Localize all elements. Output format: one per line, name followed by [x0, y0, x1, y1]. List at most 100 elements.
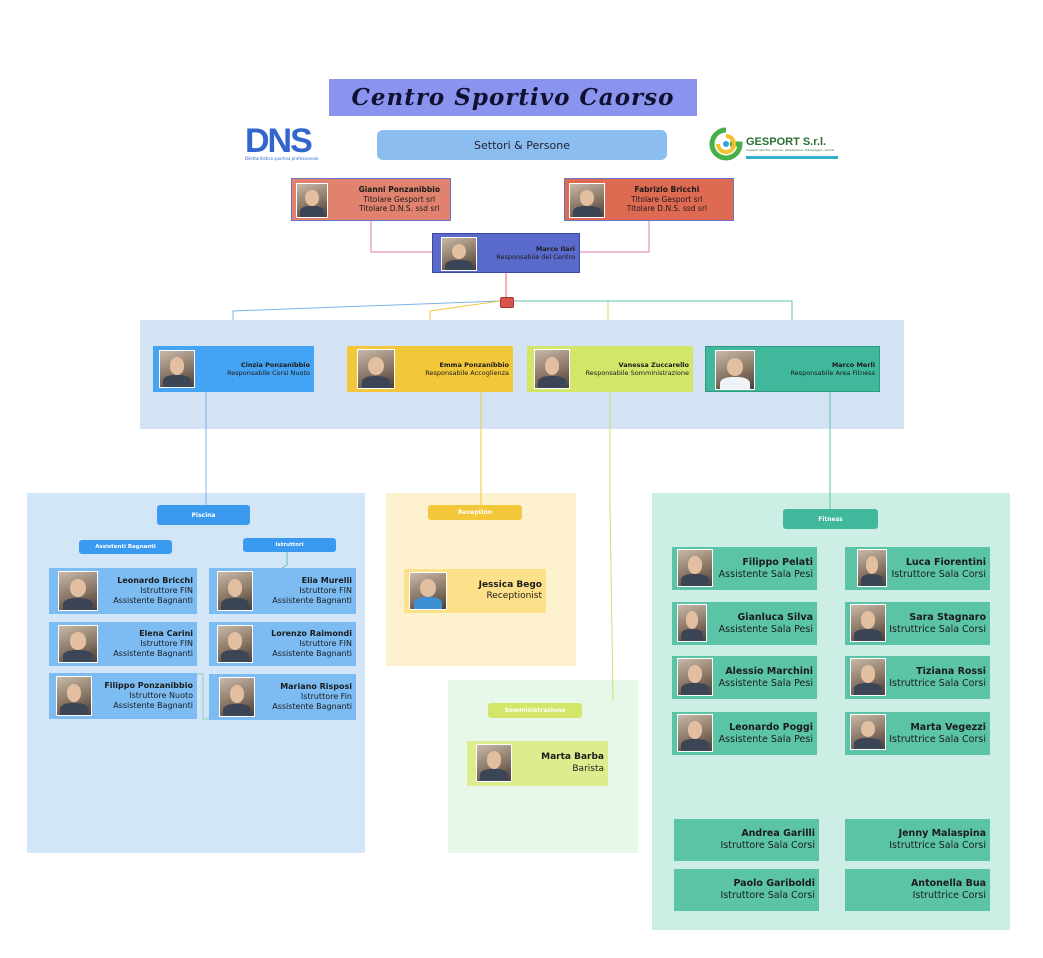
gesport-mark-icon [709, 127, 743, 161]
piscina-label: Piscina [157, 505, 250, 525]
director-card[interactable]: Marco Ilari Responsabile del Centro [432, 233, 580, 273]
person-role: Assistente Bagnanti [272, 596, 352, 605]
fitness-card-andrea-garilli[interactable]: Andrea Garilli Istruttore Sala Corsi [674, 819, 819, 861]
gesport-logo: GESPORT S.r.l. impianti sportivi, piscin… [708, 127, 838, 163]
person-name: Lorenzo Raimondi [271, 629, 352, 638]
avatar [476, 744, 512, 782]
person-role: Istruttore FIN [140, 639, 193, 648]
person-name: Fabrizio Bricchi [634, 185, 700, 195]
owner-card-gianni[interactable]: Gianni Ponzanibbio Titolare Gesport srl … [291, 178, 451, 221]
person-role: Titolare Gesport srl [363, 194, 436, 204]
fitness-card-filippo-pelati[interactable]: Filippo Pelati Assistente Sala Pesi [672, 547, 817, 590]
person-role: Assistente Sala Pesi [718, 733, 813, 745]
person-name: Marco Merli [831, 360, 875, 369]
person-name: Elia Murelli [301, 576, 352, 585]
person-name: Marco Ilari [535, 244, 575, 253]
fitness-card-tiziana-rossi[interactable]: Tiziana Rossi Istruttrice Sala Corsi [845, 656, 990, 699]
avatar [857, 549, 887, 587]
person-name: Gianni Ponzanibbio [358, 185, 440, 195]
manager-card-vanessa[interactable]: Vanessa Zuccarello Responsabile Somminis… [527, 346, 693, 392]
person-name: Vanessa Zuccarello [618, 360, 689, 369]
person-name: Sara Stagnaro [909, 611, 986, 623]
fitness-card-leonardo-poggi[interactable]: Leonardo Poggi Assistente Sala Pesi [672, 712, 817, 755]
somministrazione-card-marta-barba[interactable]: Marta Barba Barista [467, 741, 608, 786]
person-role: Istruttore Sala Corsi [720, 840, 816, 851]
person-name: Elena Carini [139, 629, 193, 638]
person-role: Receptionist [486, 591, 542, 601]
person-name: Gianluca Silva [737, 611, 813, 623]
fitness-card-luca-fiorentini[interactable]: Luca Fiorentini Istruttore Sala Corsi [845, 547, 990, 590]
person-role: Responsabile Somministrazione [585, 369, 689, 377]
assistenti-bagnanti-label: Assistenti Bagnanti [79, 540, 172, 554]
person-role: Istruttore FIN [299, 639, 352, 648]
person-role: Istruttrice Sala Corsi [889, 677, 986, 689]
piscina-card-elia-murelli[interactable]: Elia Murelli Istruttore FIN Assistente B… [209, 568, 356, 614]
person-name: Luca Fiorentini [905, 556, 986, 568]
fitness-card-antonella-bua[interactable]: Antonella Bua Istruttrice Corsi [845, 869, 990, 911]
fitness-card-marta-vegezzi[interactable]: Marta Vegezzi Istruttrice Sala Corsi [845, 712, 990, 755]
manager-card-merli[interactable]: Marco Merli Responsabile Area Fitness [705, 346, 880, 392]
manager-card-cinzia[interactable]: Cinzia Ponzanibbio Responsabile Corsi Nu… [153, 346, 314, 392]
avatar [217, 571, 253, 611]
person-name: Jessica Bego [478, 579, 542, 590]
avatar [850, 714, 886, 750]
person-role: Assistente Bagnanti [113, 596, 193, 605]
person-name: Emma Ponzanibbio [439, 360, 509, 369]
fitness-card-alessio-marchini[interactable]: Alessio Marchini Assistente Sala Pesi [672, 656, 817, 699]
person-role: Barista [572, 763, 604, 774]
person-name: Paolo Gariboldi [733, 878, 815, 890]
piscina-card-lorenzo-raimondi[interactable]: Lorenzo Raimondi Istruttore FIN Assisten… [209, 622, 356, 666]
person-role: Istruttrice Sala Corsi [889, 623, 986, 635]
fitness-card-gianluca-silva[interactable]: Gianluca Silva Assistente Sala Pesi [672, 602, 817, 645]
person-role: Assistente Sala Pesi [718, 568, 813, 580]
person-role: Responsabile Accoglienza [425, 369, 509, 377]
person-role: Responsabile del Centro [496, 253, 575, 261]
istruttori-label: Istruttori [243, 538, 336, 552]
person-role: Assistente Sala Pesi [718, 677, 813, 689]
avatar [219, 677, 255, 717]
person-role: Responsabile Corsi Nuoto [227, 369, 310, 377]
avatar [217, 625, 253, 663]
avatar [677, 549, 713, 587]
person-role: Istruttrice Sala Corsi [889, 840, 986, 851]
avatar [441, 237, 477, 271]
manager-card-emma[interactable]: Emma Ponzanibbio Responsabile Accoglienz… [347, 346, 513, 392]
reception-card-jessica-bego[interactable]: Jessica Bego Receptionist [404, 569, 546, 613]
piscina-card-filippo-ponzanibbio[interactable]: Filippo Ponzanibbio Istruttore Nuoto Ass… [49, 673, 197, 719]
dns-logo: DNS Dilettantistica sportiva professiona… [245, 122, 319, 161]
avatar [677, 604, 707, 642]
collapse-toggle-button[interactable] [500, 297, 514, 308]
person-role: Titolare D.N.S. ssd srl [626, 204, 707, 214]
avatar [569, 183, 605, 218]
avatar [715, 350, 755, 390]
person-role: Assistente Bagnanti [113, 701, 193, 710]
person-name: Filippo Ponzanibbio [104, 681, 193, 690]
subtitle: Settori & Persone [377, 130, 667, 160]
fitness-card-jenny-malaspina[interactable]: Jenny Malaspina Istruttrice Sala Corsi [845, 819, 990, 861]
fitness-card-paolo-gariboldi[interactable]: Paolo Gariboldi Istruttore Sala Corsi [674, 869, 819, 911]
person-role: Assistente Bagnanti [272, 649, 352, 658]
piscina-card-leonardo-bricchi[interactable]: Leonardo Bricchi Istruttore FIN Assisten… [49, 568, 197, 614]
person-role: Assistente Bagnanti [113, 649, 193, 658]
avatar [850, 658, 886, 696]
avatar [58, 625, 98, 663]
avatar [58, 571, 98, 611]
avatar [409, 572, 447, 610]
somministrazione-label: Somministrazione [488, 703, 582, 718]
piscina-card-mariano-risposi[interactable]: Mariano Risposi Istruttore Fin Assistent… [209, 674, 356, 720]
piscina-card-elena-carini[interactable]: Elena Carini Istruttore FIN Assistente B… [49, 622, 197, 666]
person-name: Filippo Pelati [742, 556, 813, 568]
person-role: Istruttrice Corsi [912, 890, 986, 901]
person-name: Cinzia Ponzanibbio [240, 360, 310, 369]
person-name: Leonardo Bricchi [117, 576, 193, 585]
person-role: Titolare D.N.S. ssd srl [359, 204, 440, 214]
person-name: Tiziana Rossi [916, 665, 986, 677]
person-role: Assistente Sala Pesi [718, 623, 813, 635]
owner-card-fabrizio[interactable]: Fabrizio Bricchi Titolare Gesport srl Ti… [564, 178, 734, 221]
person-role: Istruttore Sala Corsi [891, 568, 987, 580]
avatar [159, 350, 195, 388]
person-role: Titolare Gesport srl [630, 194, 703, 204]
diagram-title: Centro Sportivo Caorso [329, 79, 697, 116]
fitness-card-sara-stagnaro[interactable]: Sara Stagnaro Istruttrice Sala Corsi [845, 602, 990, 645]
